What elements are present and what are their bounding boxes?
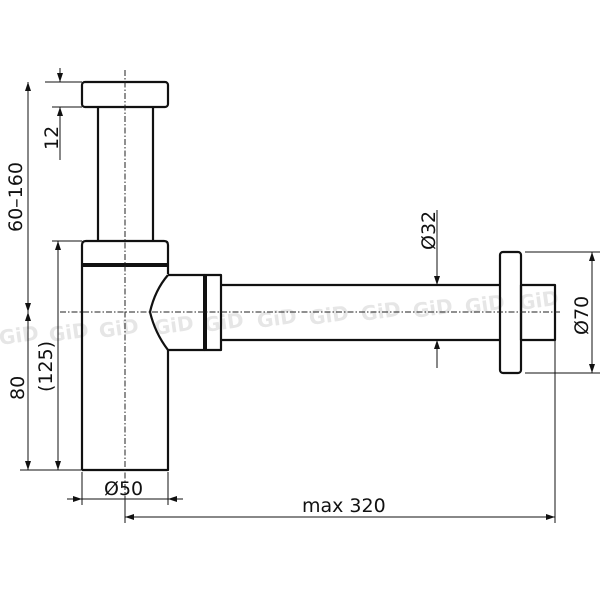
dim-upper-height: 60–160 bbox=[5, 82, 31, 312]
svg-text:GiD: GiD bbox=[411, 294, 454, 323]
svg-text:80: 80 bbox=[7, 376, 29, 400]
dim-lower-height: 80 bbox=[7, 312, 82, 471]
svg-text:GiD: GiD bbox=[202, 308, 245, 337]
svg-text:GiD: GiD bbox=[0, 321, 40, 350]
svg-text:Ø70: Ø70 bbox=[571, 296, 593, 335]
dim-flange-diameter: Ø70 bbox=[525, 251, 600, 374]
svg-text:GiD: GiD bbox=[307, 301, 350, 330]
svg-text:GiD: GiD bbox=[517, 286, 560, 315]
dim-body-diameter: Ø50 bbox=[67, 472, 183, 505]
dim-body-height: (125) bbox=[35, 240, 82, 470]
svg-text:GiD: GiD bbox=[255, 304, 298, 333]
svg-text:Ø32: Ø32 bbox=[418, 211, 440, 250]
dim-pipe-diameter: Ø32 bbox=[418, 210, 440, 368]
svg-text:(125): (125) bbox=[35, 341, 57, 392]
dim-max-length: max 320 bbox=[124, 340, 556, 523]
svg-text:Ø50: Ø50 bbox=[104, 478, 143, 500]
svg-text:60–160: 60–160 bbox=[5, 162, 27, 232]
svg-text:12: 12 bbox=[41, 126, 63, 150]
svg-text:max 320: max 320 bbox=[302, 495, 386, 517]
svg-text:GiD: GiD bbox=[97, 314, 140, 343]
svg-text:GiD: GiD bbox=[359, 297, 402, 326]
dim-cap-height: 12 bbox=[41, 68, 82, 160]
